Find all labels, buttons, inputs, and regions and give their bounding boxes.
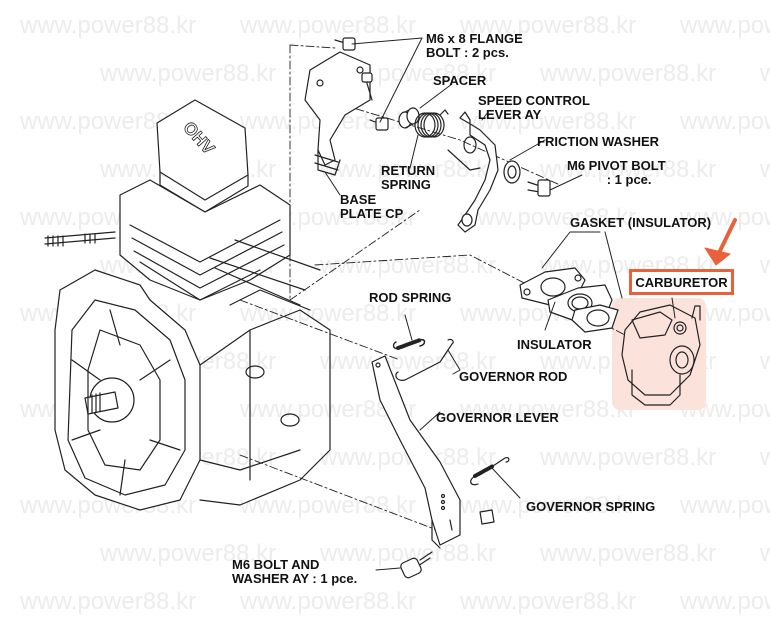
watermark-text: www.power88.kr [760, 540, 770, 567]
label-carburetor: CARBURETOR [635, 274, 728, 290]
rod-spring-art [392, 338, 426, 350]
label-return-spring: RETURN SPRING [381, 163, 436, 192]
label-governor-rod: GOVERNOR ROD [459, 369, 568, 384]
label-insulator: INSULATOR [517, 337, 592, 352]
watermark-text: www.power88.kr [460, 108, 637, 135]
watermark-text: www.power88.kr [540, 540, 717, 567]
leader-lines [324, 37, 676, 571]
watermark-text: www.power88.kr [320, 348, 497, 375]
watermark-text: www.power88.kr [760, 444, 770, 471]
watermark-text: www.power88.kr [760, 252, 770, 279]
watermark-text: www.power88.kr [20, 588, 197, 615]
watermark-text: www.power88.kr [760, 348, 770, 375]
watermark-text: www.power88.kr [460, 588, 637, 615]
governor-spring-art [470, 457, 510, 486]
carburetor-arrow [704, 218, 737, 266]
label-governor-spring: GOVERNOR SPRING [526, 499, 656, 514]
watermark-text: www.power88.kr [460, 12, 637, 39]
watermark-text: www.power88.kr [320, 252, 497, 279]
watermark-text: www.power88.kr [100, 540, 277, 567]
friction-washer-art [503, 160, 521, 184]
watermark-text: www.power88.kr [680, 108, 770, 135]
watermark-text: www.power88.kr [460, 396, 637, 423]
engine-block: OHV [44, 99, 331, 511]
speed-control-lever-art [447, 111, 499, 233]
watermark-text: www.power88.kr [680, 12, 770, 39]
watermark-text: www.power88.kr [540, 60, 717, 87]
label-flange-bolt: M6 x 8 FLANGE BOLT : 2 pcs. [426, 31, 523, 60]
watermark-text: www.power88.kr [460, 204, 637, 231]
governor-lever-art [371, 355, 461, 549]
label-governor-lever: GOVERNOR LEVER [436, 410, 559, 425]
label-bolt-washer: M6 BOLT AND WASHER AY : 1 pce. [232, 557, 358, 586]
return-spring-art [414, 109, 449, 138]
watermark-text: www.power88.kr [760, 156, 770, 183]
watermark-text: www.power88.kr [240, 588, 417, 615]
watermark-text: www.power88.kr [240, 12, 417, 39]
carburetor-art [621, 304, 701, 406]
watermark-text: www.power88.kr [680, 492, 770, 519]
watermark-text: www.power88.kr [680, 588, 770, 615]
watermark-text: www.power88.kr [100, 60, 277, 87]
watermark-text: www.power88.kr [20, 12, 197, 39]
label-gasket: GASKET (INSULATOR) [570, 215, 712, 230]
lever-clip-art [479, 509, 495, 525]
governor-rod-art [395, 338, 454, 381]
label-pivot-bolt: M6 PIVOT BOLT : 1 pce. [567, 158, 666, 187]
label-rod-spring: ROD SPRING [369, 290, 452, 305]
watermark-text: www.power88.kr [680, 204, 770, 231]
base-plate-art [304, 51, 371, 176]
watermark-text: www.power88.kr [320, 156, 497, 183]
label-carburetor-box: CARBURETOR [629, 269, 734, 295]
watermark-text: www.power88.kr [540, 156, 717, 183]
watermark-text: www.power88.kr [240, 492, 417, 519]
label-friction-washer: FRICTION WASHER [537, 134, 660, 149]
bolt-washer-art [400, 551, 433, 579]
watermark-text: www.power88.kr [540, 444, 717, 471]
label-spacer: SPACER [433, 73, 487, 88]
insulator-art [547, 284, 619, 333]
carburetor-highlight [612, 298, 706, 410]
pivot-bolt-art [527, 179, 551, 197]
spacer-art [398, 107, 420, 129]
watermark-text: www.power88.kr [760, 60, 770, 87]
label-speed-control-lever: SPEED CONTROL LEVER AY [478, 93, 590, 122]
label-base-plate: BASE PLATE CP [340, 192, 404, 221]
